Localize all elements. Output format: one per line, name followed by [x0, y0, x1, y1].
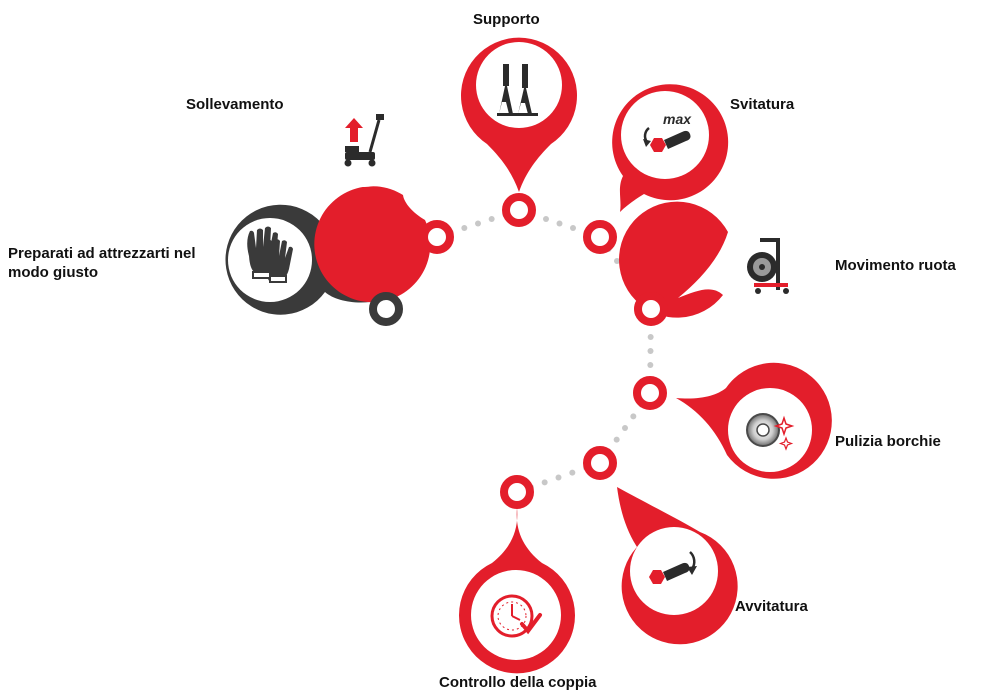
node-torque-check: [500, 475, 534, 509]
label-wheel-movement: Movimento ruota: [835, 257, 956, 274]
label-torque-check: Controllo della coppia: [439, 674, 597, 691]
label-support: Supporto: [473, 11, 540, 28]
path-dot: [541, 479, 548, 486]
step-unscrewing: max: [612, 84, 729, 212]
label-hub-cleaning: Pulizia borchie: [835, 433, 941, 450]
floor-jack-icon: [344, 114, 384, 167]
step-support: [461, 37, 578, 193]
path-dot: [488, 216, 495, 222]
max-text: max: [663, 111, 692, 127]
path-dot: [647, 362, 654, 368]
path-dot: [461, 225, 468, 231]
node-hub-cleaning: [633, 376, 667, 410]
wrench-max-icon: max: [643, 111, 692, 152]
step-screwing: [617, 487, 738, 645]
label-prepare: Preparati ad attrezzarti nel modo giusto: [8, 245, 196, 281]
node-screwing: [583, 446, 617, 480]
dotted-path: [391, 211, 654, 491]
path-dot: [556, 220, 563, 227]
gloves-icon: [247, 226, 293, 283]
path-dot: [622, 425, 628, 431]
node-lifting: [420, 220, 454, 254]
step-torque-check: [459, 508, 575, 674]
path-dot: [570, 225, 576, 231]
label-lifting: Sollevamento: [186, 96, 284, 113]
step-lifting: [314, 97, 431, 303]
axle-stands-icon: [497, 64, 538, 116]
wheel-movement-pin: [619, 201, 728, 318]
path-dot: [630, 413, 637, 420]
node-prepare: [369, 292, 403, 326]
path-dot: [475, 220, 481, 227]
wheel-dolly-icon: [747, 238, 789, 294]
node-wheel-movement: [634, 292, 668, 326]
path-dot: [647, 348, 654, 354]
node-support: [502, 193, 536, 227]
label-screwing: Avvitatura: [735, 598, 808, 615]
step-wheel-movement: [619, 201, 812, 318]
path-dot: [569, 469, 576, 476]
label-unscrewing: Svitatura: [730, 96, 795, 113]
node-unscrewing: [583, 220, 617, 254]
path-dot: [647, 334, 654, 340]
path-nodes: [369, 193, 668, 509]
path-dot: [614, 258, 620, 264]
wrench-tighten-icon: [649, 551, 697, 584]
lifting-pin: [314, 186, 431, 303]
path-dot: [543, 216, 549, 222]
hub-cleaning-icon: [746, 413, 795, 451]
step-hub-cleaning: [676, 362, 832, 479]
path-dot: [555, 474, 562, 481]
torque-check-icon: [490, 594, 542, 638]
path-dot: [613, 436, 620, 443]
